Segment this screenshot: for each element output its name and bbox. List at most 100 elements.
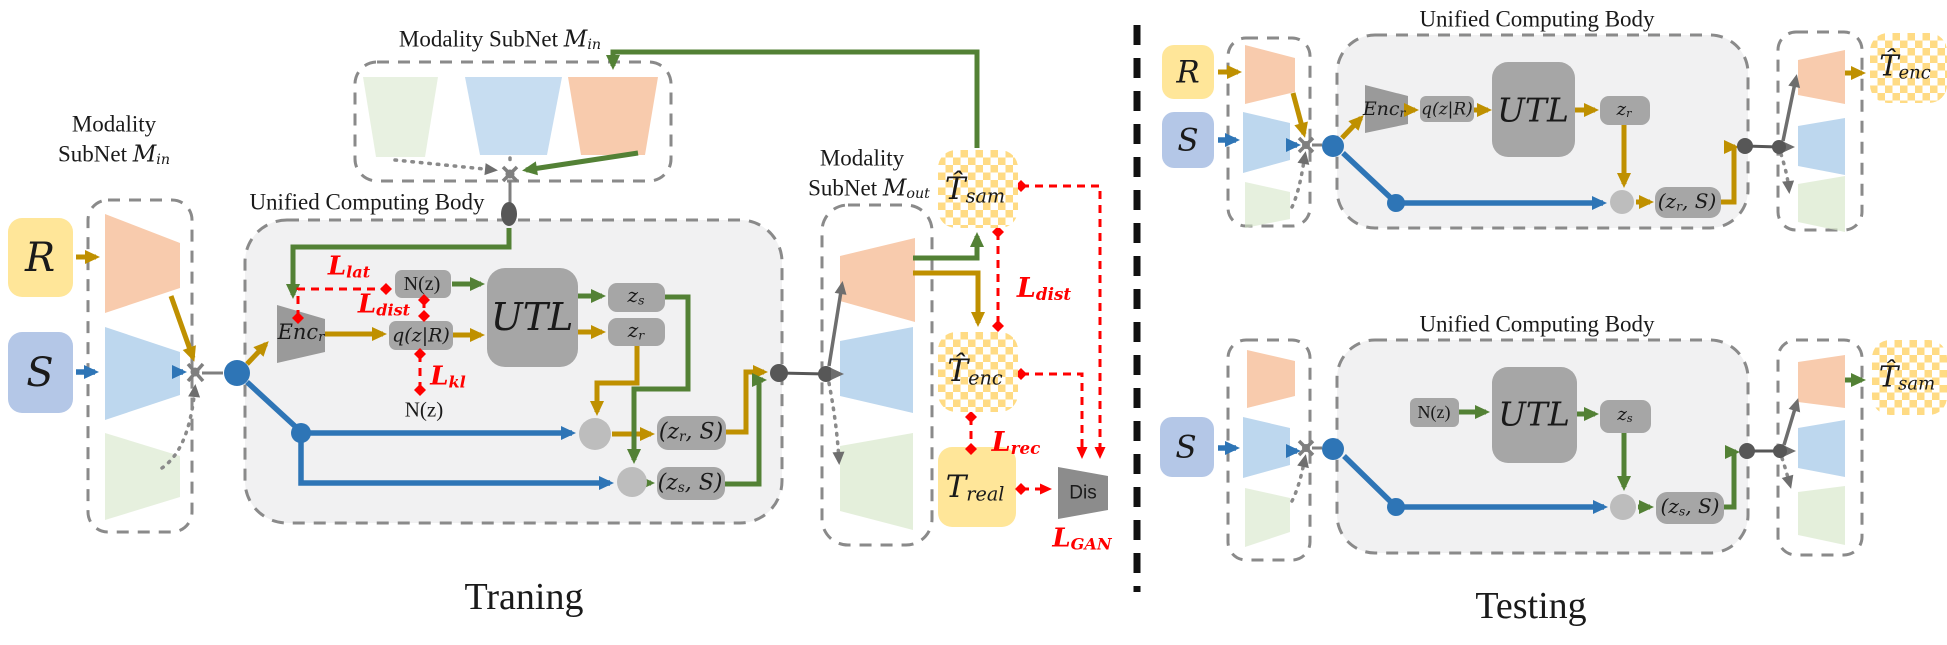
encoder-trapezoid-blue (105, 327, 180, 420)
pair-zr-s-box (657, 416, 726, 450)
loss-gan-label: LGAN (1052, 523, 1112, 554)
dis-label: Dis (1069, 482, 1097, 504)
input-r-label: R (24, 235, 56, 281)
testing-pair-zs-s-label: (zs, S) (1660, 494, 1720, 519)
testing-nz-box (1410, 398, 1459, 427)
nz-bottom-label: N(z) (404, 397, 444, 422)
qzr-label: q(z|R) (392, 324, 450, 347)
training-junctions (186, 165, 827, 383)
t-enc-trap-orange (1245, 45, 1295, 104)
testing-input-boxes (1160, 45, 1214, 477)
testing-input-r-box (1162, 45, 1214, 99)
testing-top-subnet-out-box (1776, 30, 1864, 232)
nz-top-box (395, 270, 451, 298)
decoder-trapezoid-green (840, 433, 913, 530)
testing-input-r-label: R (1176, 54, 1200, 91)
loss-rec-label: Lrec (991, 427, 1041, 459)
testing-zs-label: zs (1617, 403, 1633, 425)
testing-pair-zr-s-box (1655, 187, 1721, 218)
testing-zr-box (1600, 96, 1650, 125)
testing-enc-r-label: Encr (1362, 98, 1406, 121)
concat-node-s (617, 467, 647, 497)
zs-label: zs (627, 283, 645, 308)
merge-oval-node (501, 202, 517, 226)
ucb-label: Unified Computing Body (249, 189, 485, 215)
training-dotted (160, 156, 845, 470)
discriminator-trapezoid (1058, 467, 1108, 519)
training-gray-boxes (389, 268, 726, 500)
testing-t-enc-checker-box (1870, 33, 1947, 103)
testing-section-label: Testing (1475, 585, 1587, 627)
top-subnet-trapezoid-green (363, 77, 438, 157)
t-enc-checker-box (938, 332, 1018, 412)
nz-top-label: N(z) (403, 273, 441, 295)
testing-gray-boxes (1410, 62, 1724, 524)
b-enc-trap-green (1245, 488, 1290, 547)
training-nodes (224, 202, 834, 497)
t-dec-trap-green (1798, 176, 1845, 232)
t-dec-trap-orange (1798, 50, 1845, 104)
training-blue-paths (76, 365, 614, 490)
testing-zr-label: zr (1616, 98, 1632, 120)
enc-r-label: Encr (277, 319, 325, 346)
t-real-label: Treal (945, 469, 1005, 506)
loss-dist-inner-label: Ldist (357, 289, 411, 320)
top-subnet-trapezoid-blue (465, 77, 562, 155)
testing-pair-zs-s-box (1656, 492, 1724, 524)
zr-label: zr (627, 318, 645, 343)
loss-kl-label: Lkl (430, 361, 466, 392)
training-green-paths (286, 49, 984, 490)
training-section-label: Traning (464, 576, 584, 618)
training-loss-links (292, 180, 1106, 495)
t-sam-checker-box (938, 150, 1018, 228)
subnet-in-side-label-line1: Modality (71, 111, 157, 137)
b-dec-trap-orange (1798, 355, 1845, 408)
testing-nz-label: N(z) (1417, 402, 1451, 422)
pair-zs-s-box (657, 467, 725, 500)
testing-t-enc-label: T̂enc (1879, 48, 1931, 84)
zr-box (608, 318, 665, 346)
testing-bottom-paths (1218, 373, 1866, 514)
testing-top-subnet-in-box (1226, 36, 1312, 228)
testing-qzr-box (1420, 96, 1474, 122)
testing-top-utl-box (1492, 62, 1575, 157)
b-dec-trap-green (1798, 486, 1845, 545)
testing-bottom-nodes (1297, 438, 1787, 520)
modality-subnet-out-box (820, 203, 934, 547)
testing-bottom-input-s-label: S (1175, 429, 1197, 466)
top-subnet-trapezoid-orange (568, 77, 658, 155)
training-fanout (827, 281, 847, 380)
subnet-in-top-label: Modality SubNet Min (398, 26, 602, 54)
subnet-in-side-label-line2: SubNet Min (57, 141, 171, 169)
training-trapezoids (105, 77, 1108, 530)
b-enc-trap-orange (1247, 350, 1295, 408)
testing-qzr-label: q(z|R) (1421, 99, 1473, 120)
subnet-out-label-line1: Modality (819, 145, 905, 171)
b-dec-trap-blue (1798, 420, 1845, 477)
concat-node-r (579, 418, 611, 450)
t-dec-trap-blue (1798, 118, 1845, 175)
testing-top-nodes (1297, 135, 1786, 214)
input-r-box (8, 218, 73, 297)
testing-trapezoids (1243, 45, 1845, 547)
testing-bottom-input-s-box (1160, 417, 1214, 477)
pair-zs-s-label: (zs, S) (657, 470, 723, 496)
training-gold-paths (76, 250, 985, 441)
encoder-trapezoid-orange (105, 214, 180, 313)
testing-input-s-label: S (1177, 122, 1199, 159)
blue-split-node (224, 360, 250, 386)
input-s-label: S (26, 350, 54, 396)
testing-encoder-r-trapezoid (1365, 85, 1408, 133)
pair-zr-s-label: (zr, S) (658, 419, 724, 445)
subnet-out-label-line2: SubNet Mout (808, 175, 930, 203)
testing-top-utl-label: UTL (1497, 90, 1569, 130)
t-sam-label: T̂sam (944, 171, 1006, 208)
testing-bottom-utl-label: UTL (1498, 394, 1570, 434)
testing-bottom-ucb-label: Unified Computing Body (1419, 311, 1655, 337)
testing-pair-zr-s-label: (zr, S) (1657, 189, 1717, 214)
b-enc-trap-blue (1243, 417, 1290, 478)
t-enc-trap-blue (1243, 112, 1290, 173)
testing-t-sam-checker-box (1872, 340, 1947, 415)
